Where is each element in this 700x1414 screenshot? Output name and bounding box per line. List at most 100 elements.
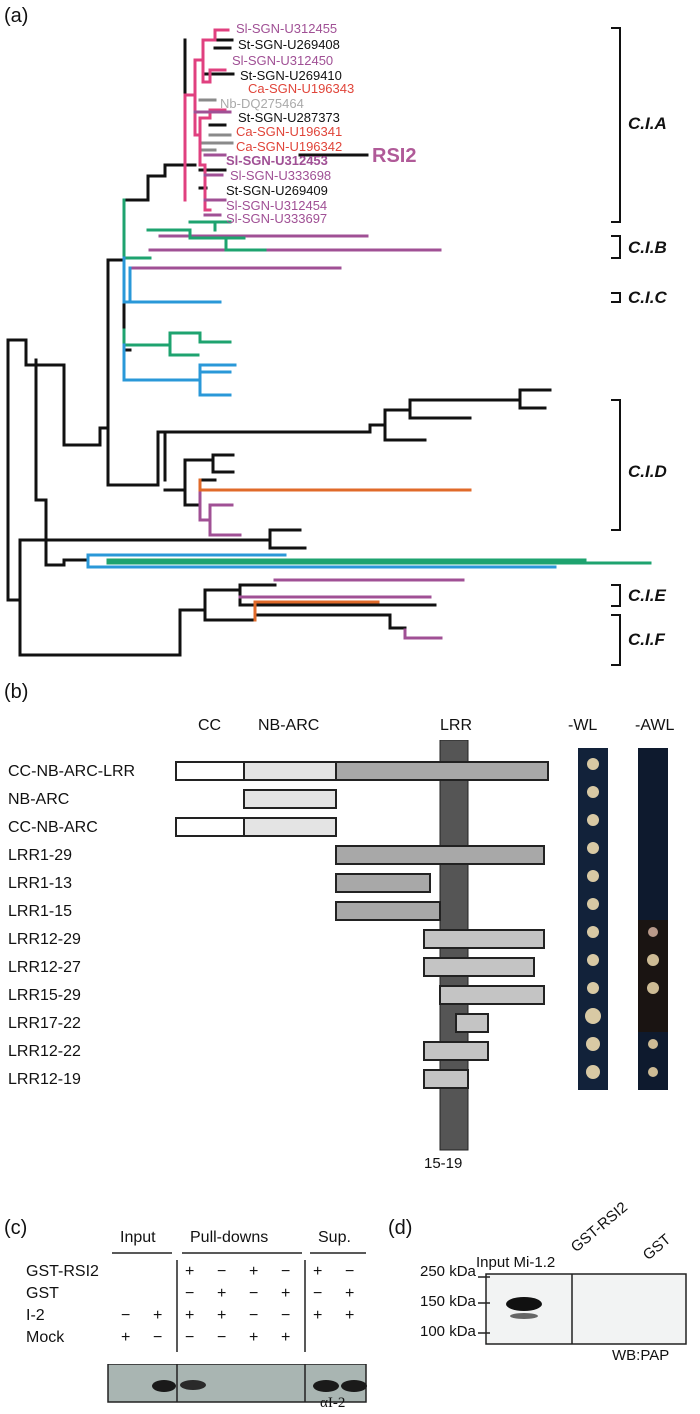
clade-label: C.I.E	[628, 586, 666, 605]
blot-band	[180, 1380, 206, 1390]
construct-bar	[175, 817, 245, 837]
leaf-label: Sl-SGN-U312454	[226, 198, 328, 213]
pulldown-mark: +	[217, 1307, 227, 1324]
wl-plate	[578, 748, 608, 1090]
panel-d-label: (d)	[388, 1217, 413, 1239]
tree-branch-root	[6, 338, 28, 602]
tree-branch	[198, 38, 235, 190]
yeast-spot	[587, 758, 599, 770]
band-label: 15-19	[424, 1155, 463, 1172]
yeast-spot	[648, 927, 658, 937]
yeast-spot	[587, 926, 599, 938]
marker-label: 150 kDa	[420, 1293, 476, 1310]
yeast-spot	[585, 1008, 601, 1024]
header-nbarc: NB-ARC	[258, 717, 320, 734]
leaf-label: Ca-SGN-U196341	[236, 124, 343, 139]
clade-label: C.I.D	[628, 462, 667, 481]
lane-separators	[176, 1260, 306, 1352]
group-input: Input	[120, 1229, 156, 1246]
construct-label: LRR12-22	[8, 1043, 81, 1060]
pulldown-mark: +	[313, 1263, 323, 1280]
pulldown-mark: −	[345, 1263, 355, 1280]
leaf-label: Nb-DQ275464	[220, 96, 304, 111]
yeast-spot	[587, 786, 599, 798]
tree-branch	[24, 338, 38, 367]
construct-label: LRR12-29	[8, 931, 81, 948]
awl-plate	[638, 748, 668, 1090]
pulldown-mark: +	[281, 1329, 291, 1346]
header-wl: -WL	[568, 717, 598, 734]
construct-label: LRR17-22	[8, 1015, 81, 1032]
antibody-label: αI-2	[320, 1395, 346, 1411]
construct-bar	[243, 761, 337, 781]
leaf-label: St-SGN-U269410	[240, 68, 342, 83]
pulldown-mark: +	[281, 1285, 291, 1302]
construct-bar	[335, 873, 431, 893]
pulldown-mark: +	[217, 1285, 227, 1302]
construct-bar	[423, 957, 535, 977]
blot-d	[478, 1273, 687, 1345]
yeast-spot	[648, 1067, 658, 1077]
construct-label: LRR12-19	[8, 1071, 81, 1088]
pulldown-mark: +	[153, 1307, 163, 1324]
construct-bar	[335, 761, 549, 781]
pulldown-mark: −	[249, 1307, 259, 1324]
construct-bar	[423, 929, 545, 949]
pulldown-mark: +	[313, 1307, 323, 1324]
marker-label: 250 kDa	[420, 1263, 476, 1280]
tree-branch	[253, 613, 407, 632]
row-label: Mock	[26, 1329, 65, 1346]
clade-label: C.I.A	[628, 114, 667, 133]
construct-bar	[335, 901, 441, 921]
bracket-cib	[611, 235, 621, 259]
pulldown-mark: +	[185, 1307, 195, 1324]
pulldown-mark: +	[345, 1307, 355, 1324]
construct-label: LRR12-27	[8, 959, 81, 976]
pulldown-mark: +	[249, 1329, 259, 1346]
pulldown-mark: −	[281, 1307, 291, 1324]
domain-diagram	[175, 740, 668, 1151]
panel-b-label: (b)	[4, 681, 29, 703]
leaf-label: St-SGN-U269408	[238, 37, 340, 52]
yeast-spot	[648, 1039, 658, 1049]
marker-label: 100 kDa	[420, 1323, 476, 1340]
tree-branch	[106, 426, 167, 487]
yeast-spot	[647, 982, 659, 994]
leaf-label: St-SGN-U287373	[238, 110, 340, 125]
bracket-cid	[611, 399, 621, 531]
pulldown-mark: −	[249, 1285, 259, 1302]
rsi2-label: RSI2	[372, 145, 417, 167]
row-label: GST-RSI2	[26, 1263, 99, 1280]
construct-label: LRR15-29	[8, 987, 81, 1004]
phylogenetic-tree	[6, 27, 652, 666]
wb-caption: WB:PAP	[612, 1347, 670, 1364]
tree-branch	[106, 163, 187, 430]
blot-band	[313, 1380, 339, 1392]
construct-bar	[175, 761, 245, 781]
construct-bar	[423, 1041, 489, 1061]
yeast-spot	[647, 954, 659, 966]
group-underlines	[112, 1252, 366, 1254]
leaf-label: Sl-SGN-U333697	[226, 211, 328, 226]
construct-bar	[243, 817, 337, 837]
construct-label: LRR1-13	[8, 875, 73, 892]
leaf-label: Sl-SGN-U312453	[226, 153, 328, 168]
blot-band	[506, 1297, 542, 1311]
lane-label: GST	[639, 1230, 675, 1264]
lane-label: GST-RSI2	[567, 1198, 632, 1256]
pulldown-mark: −	[185, 1285, 195, 1302]
pulldown-mark: +	[249, 1263, 259, 1280]
bracket-cic	[611, 292, 621, 303]
leaf-label: Ca-SGN-U196342	[236, 139, 343, 154]
tree-branch	[163, 388, 552, 442]
row-label: I-2	[26, 1307, 45, 1324]
construct-bar	[243, 789, 337, 809]
construct-label: CC-NB-ARC	[8, 819, 98, 836]
yeast-spot	[587, 870, 599, 882]
yeast-spot	[587, 842, 599, 854]
construct-label: LRR1-29	[8, 847, 73, 864]
leaf-label: Sl-SGN-U333698	[230, 168, 332, 183]
pulldown-mark: −	[313, 1285, 323, 1302]
pulldown-mark: −	[217, 1263, 227, 1280]
panel-c-label: (c)	[4, 1217, 28, 1239]
